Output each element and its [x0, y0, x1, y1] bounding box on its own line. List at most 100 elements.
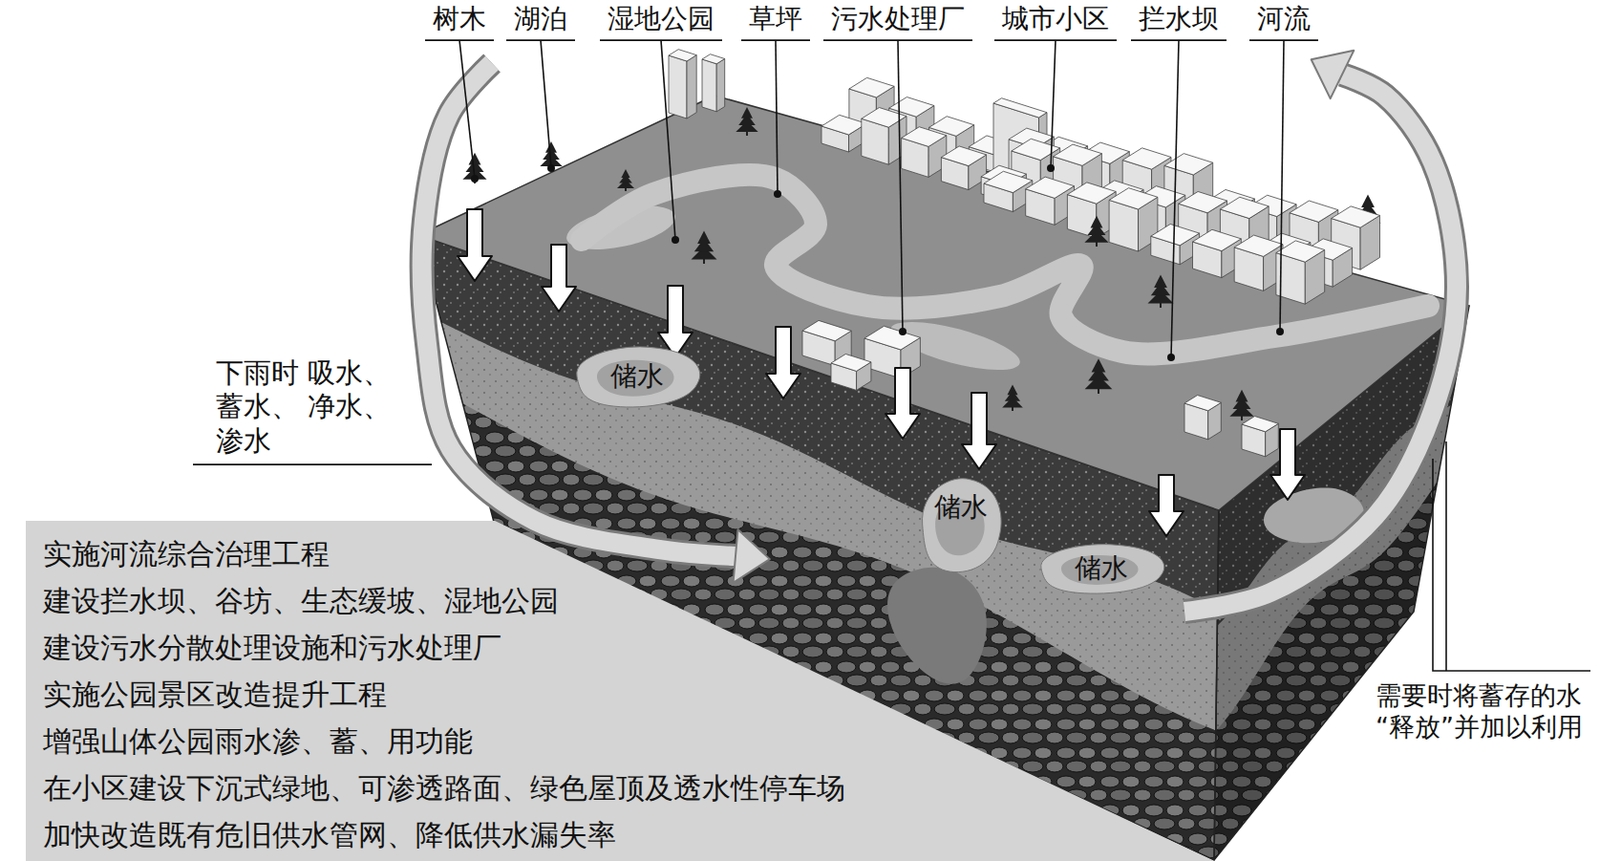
storage-label: 储水 — [1074, 552, 1129, 585]
panel-fill — [25, 520, 1215, 861]
leader-dot — [1276, 327, 1284, 336]
tree — [1148, 275, 1174, 309]
tree-crown — [697, 231, 711, 245]
label-box: 下雨时 吸水、蓄水、 净水、渗水 — [215, 356, 399, 458]
building — [1241, 416, 1279, 457]
building — [864, 325, 920, 379]
leader-line — [775, 40, 778, 194]
building — [1066, 182, 1116, 238]
building — [1025, 176, 1075, 225]
measure-item: 建设污水分散处理设施和污水处理厂 — [42, 623, 1215, 671]
building-roof — [1289, 200, 1339, 222]
callout-note: 需要时将蓄存的水 “释放”并加以利用 — [1375, 680, 1596, 744]
label-box: 拦水坝 — [1138, 2, 1219, 36]
release-cycle-arrow-outline — [1184, 74, 1457, 612]
leader-line — [661, 40, 676, 240]
building-roof — [983, 170, 1033, 192]
tree-crown — [545, 141, 557, 153]
tree — [1084, 215, 1109, 247]
storage-label: 储水 — [610, 360, 664, 393]
building — [983, 170, 1033, 212]
leader-dot — [547, 164, 555, 172]
building-roof — [1241, 416, 1279, 432]
tree — [617, 169, 635, 192]
building-roof — [1053, 144, 1103, 166]
tree-crown — [620, 169, 630, 178]
storage-label: 储水 — [934, 490, 988, 524]
leader-dot — [671, 235, 680, 244]
building — [940, 146, 986, 191]
measure-item: 加快改造既有危旧供水管网、降低供水漏失率 — [42, 810, 1215, 858]
building — [831, 353, 872, 390]
leader-line — [1050, 40, 1056, 169]
building — [1151, 223, 1200, 264]
seepage-column — [887, 567, 987, 684]
water-storage: 储水 — [1029, 538, 1174, 598]
leader-line — [459, 40, 475, 179]
water-storage: 储水 — [565, 340, 709, 413]
building-roof — [1331, 206, 1381, 228]
release-cycle-arrow — [1184, 74, 1457, 612]
building-front — [702, 59, 717, 112]
tree-crown — [741, 106, 753, 119]
tree-crown — [1236, 389, 1249, 403]
building — [1193, 229, 1242, 278]
part-label: 污水处理厂 — [831, 2, 965, 36]
building-roof — [1151, 223, 1200, 245]
part-label: 湖泊 — [513, 2, 568, 36]
measure-panel: 实施河流综合治理工程建设拦水坝、谷坊、生态缓坡、湿地公园建设污水分散处理设施和污… — [25, 520, 1215, 861]
building-roof — [901, 127, 947, 148]
tree — [691, 231, 718, 265]
storage-blob — [915, 468, 1007, 581]
tree — [1002, 384, 1024, 411]
callout-leader — [1432, 458, 1591, 671]
tree-crown — [1153, 275, 1168, 289]
storage-blob-inner — [597, 360, 675, 397]
tree-crown — [1361, 194, 1375, 209]
building — [821, 114, 867, 152]
part-label: 草坪 — [748, 2, 803, 36]
measure-item: 实施公园景区改造提升工程 — [42, 670, 1215, 718]
building — [702, 54, 726, 112]
building-roof — [1178, 191, 1228, 213]
measure-item: 建设拦水坝、谷坊、生态缓坡、湿地公园 — [42, 576, 1215, 624]
rain-cycle-arrow-head — [733, 529, 770, 583]
tree-crown — [1090, 215, 1104, 229]
tree — [462, 152, 487, 184]
label-box: 湖泊 — [513, 2, 568, 36]
storage-blob-outer — [922, 478, 1003, 573]
tree — [735, 106, 758, 136]
label-box: 树木 — [432, 2, 487, 36]
building-roof — [1193, 229, 1242, 251]
rain-cycle-arrow — [422, 63, 736, 556]
building-roof — [668, 49, 697, 62]
building-roof — [1219, 196, 1269, 218]
infiltration-arrow — [457, 209, 492, 281]
building-roof — [1276, 240, 1325, 262]
measure-item: 实施河流综合治理工程 — [42, 530, 1215, 577]
callout-note: 下雨时 吸水、蓄水、 净水、渗水 — [215, 356, 399, 458]
rain-cycle-arrow-outline — [422, 63, 736, 556]
part-label: 城市小区 — [1002, 2, 1110, 36]
leader-line — [897, 40, 903, 332]
label-box: 草坪 — [748, 2, 803, 36]
part-label: 树木 — [432, 2, 487, 36]
infiltration-arrow — [1149, 474, 1184, 536]
building-roof — [802, 320, 852, 341]
building — [668, 49, 697, 119]
infiltration-arrow — [885, 367, 920, 439]
building-roof — [1122, 148, 1172, 170]
top-surface — [418, 95, 1470, 511]
callout-leader — [1445, 441, 1448, 671]
measure-item: 增强山体公园雨水渗、蓄、用功能 — [42, 717, 1215, 765]
building-roof — [1184, 395, 1221, 411]
tree — [1085, 358, 1113, 394]
building-roof — [831, 353, 872, 371]
building — [901, 127, 947, 178]
label-box: 河流 — [1257, 2, 1311, 36]
building-roof — [1011, 138, 1061, 160]
label-box: 湿地公园 — [607, 2, 715, 36]
leader-dot — [1046, 164, 1055, 172]
building-roof — [993, 98, 1047, 118]
building-roof — [1025, 176, 1075, 198]
